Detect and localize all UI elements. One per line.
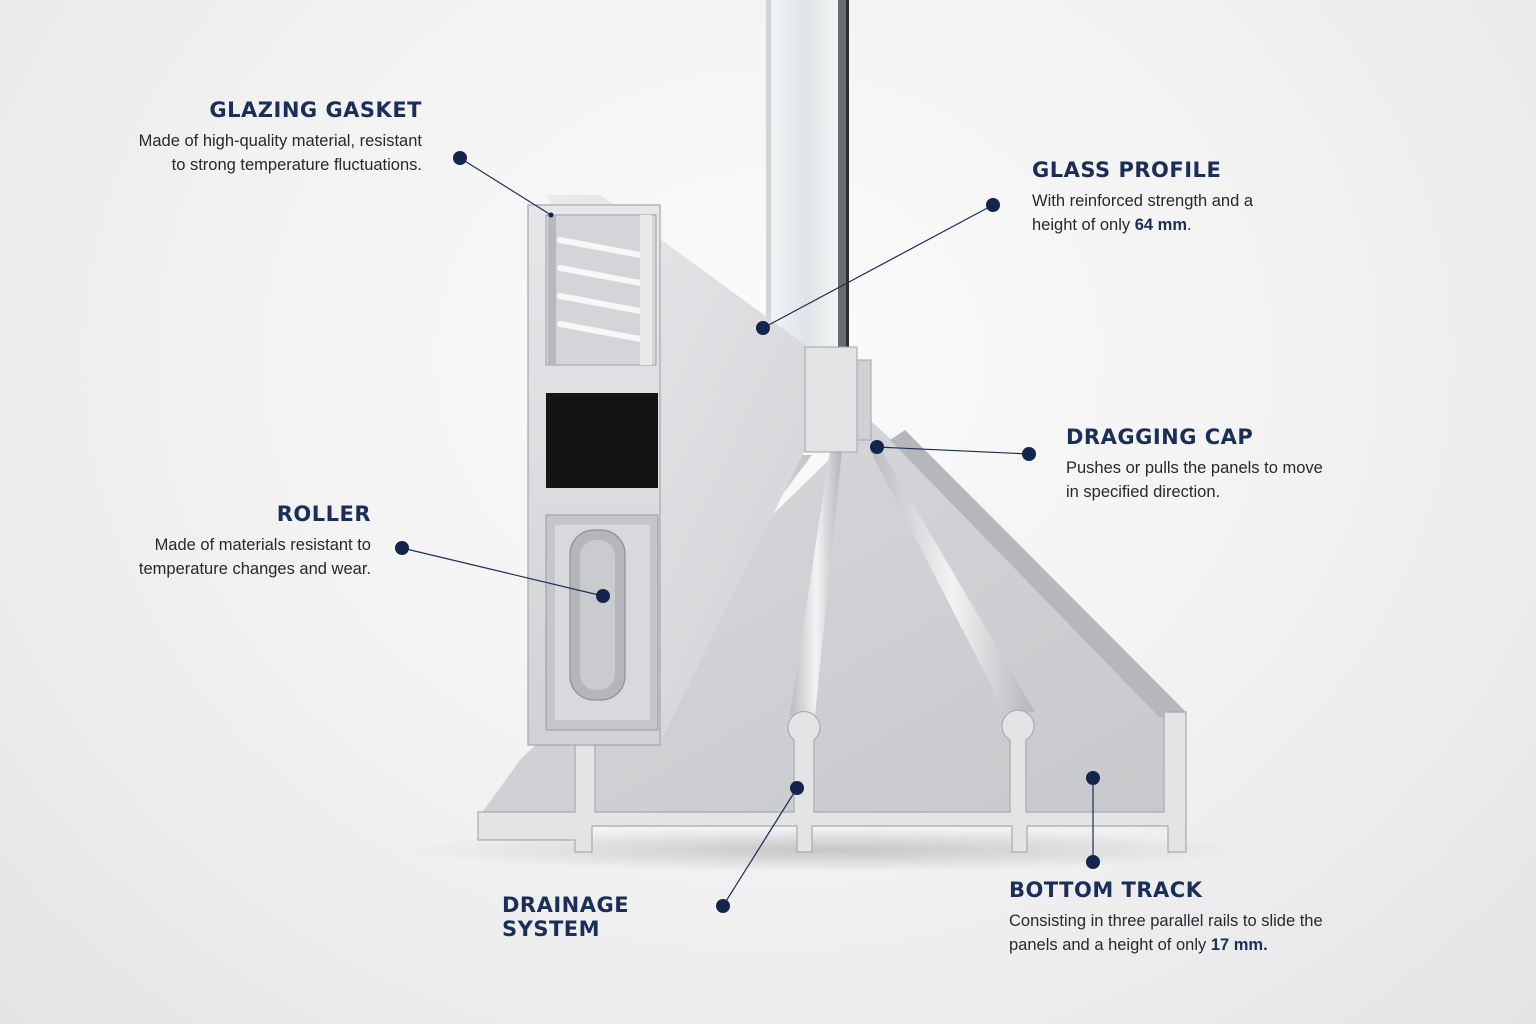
marker-bottom-track xyxy=(1086,855,1100,869)
callout-line: panels and a height of only xyxy=(1009,935,1211,954)
callout-title: DRAINAGE SYSTEM xyxy=(502,893,630,941)
callout-glass-profile: GLASS PROFILE With reinforced strength a… xyxy=(1032,158,1332,237)
gasket-fins xyxy=(557,237,643,342)
marker-dragging-cap xyxy=(1022,447,1036,461)
dragging-cap xyxy=(804,346,872,453)
callout-description: Consisting in three parallel rails to sl… xyxy=(1009,910,1389,957)
callout-highlight: 17 mm. xyxy=(1210,935,1268,954)
callout-line: Consisting in three parallel rails to sl… xyxy=(1009,912,1323,930)
callout-title: GLASS PROFILE xyxy=(1032,158,1222,182)
callout-line: Made of high-quality material, resistant xyxy=(138,132,422,150)
sash-profile xyxy=(527,195,805,746)
callout-highlight: 64 mm xyxy=(1134,215,1188,234)
glass-pane xyxy=(766,0,849,350)
callout-glazing-gasket: GLAZING GASKET Made of high-quality mate… xyxy=(88,98,422,177)
callout-title: BOTTOM TRACK xyxy=(1009,878,1203,902)
callout-description: Made of materials resistant to temperatu… xyxy=(60,534,371,581)
callout-line: Pushes or pulls the panels to move xyxy=(1066,459,1323,477)
rail-left xyxy=(790,450,842,715)
marker-drainage-end xyxy=(790,781,804,795)
callout-line: in specified direction. xyxy=(1066,482,1221,501)
callout-line: to strong temperature fluctuations. xyxy=(171,155,422,174)
marker-glazing-gasket xyxy=(453,151,467,165)
callout-title: GLAZING GASKET xyxy=(209,98,422,122)
callout-description: Made of high-quality material, resistant… xyxy=(88,130,422,177)
callout-line: . xyxy=(1187,215,1192,234)
marker-roller xyxy=(395,541,409,555)
callout-title: DRAGGING CAP xyxy=(1066,425,1254,449)
leader-glazing-gasket xyxy=(459,157,552,216)
callout-dragging-cap: DRAGGING CAP Pushes or pulls the panels … xyxy=(1066,425,1386,504)
rail-right xyxy=(870,448,1035,712)
marker-glass-profile-end xyxy=(756,321,770,335)
marker-glass-profile xyxy=(986,198,1000,212)
callout-description: Pushes or pulls the panels to move in sp… xyxy=(1066,457,1386,504)
marker-drainage-system xyxy=(716,899,730,913)
leader-glass-profile xyxy=(762,204,994,329)
callout-bottom-track: BOTTOM TRACK Consisting in three paralle… xyxy=(1009,878,1389,957)
leader-drainage-system xyxy=(722,787,798,907)
callout-roller: ROLLER Made of materials resistant to te… xyxy=(60,502,371,581)
marker-bottom-track-top xyxy=(1086,771,1100,785)
marker-roller-end xyxy=(596,589,610,603)
marker-dragging-cap-end xyxy=(870,440,884,454)
leader-roller xyxy=(401,547,604,597)
callout-line: With reinforced strength and a xyxy=(1032,192,1254,210)
callout-line: temperature changes and wear. xyxy=(138,559,371,578)
leader-dragging-cap xyxy=(876,446,1030,455)
callout-description: With reinforced strength and a height of… xyxy=(1032,190,1332,237)
ground-shadow xyxy=(410,828,1250,872)
callout-line: height of only xyxy=(1032,215,1135,234)
callout-line: Made of materials resistant to xyxy=(154,536,371,554)
callout-title: ROLLER xyxy=(276,502,371,526)
marker-gasket-end xyxy=(548,212,554,218)
profile-cavity xyxy=(546,393,658,488)
callout-drainage-system: DRAINAGE SYSTEM xyxy=(502,893,712,949)
